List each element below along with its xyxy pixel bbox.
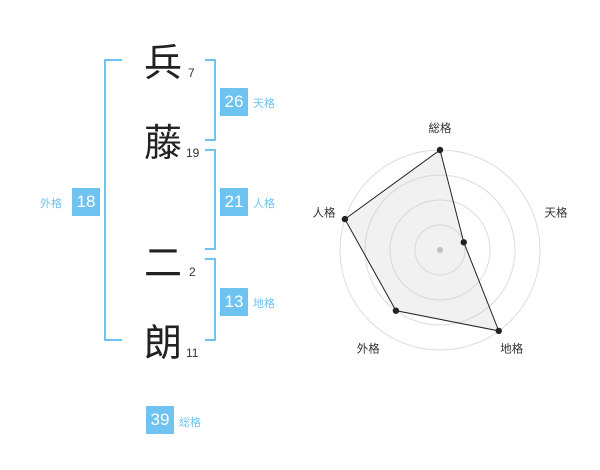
chikaku-label: 地格 [253, 297, 275, 310]
gaikaku-bracket [104, 59, 122, 341]
soukaku-label: 総格 [179, 416, 201, 429]
name-char-1: 兵 [144, 41, 183, 85]
name-char-2: 藤 [144, 121, 183, 165]
radar-grid-ring-4 [339, 149, 541, 351]
radar-grid-ring-1 [414, 224, 466, 276]
jinkaku-bracket [205, 149, 216, 250]
radar-point-0 [436, 146, 444, 154]
gaikaku-label: 外格 [40, 197, 62, 210]
gaikaku-badge: 18 [72, 188, 100, 216]
radar-axis-label-2: 地格 [500, 342, 523, 356]
radar-axis-label-1: 天格 [545, 205, 568, 219]
radar-axis-label-4: 人格 [312, 205, 335, 219]
radar-axis-label-0: 総格 [429, 121, 452, 135]
chikaku-badge: 13 [220, 288, 248, 316]
jinkaku-label: 人格 [253, 197, 275, 210]
radar-center-dot [437, 247, 443, 253]
chikaku-bracket [205, 258, 216, 341]
stroke-count-4: 11 [186, 346, 199, 360]
name-char-4: 朗 [144, 321, 183, 365]
stroke-count-1: 7 [188, 66, 195, 80]
radar-grid-ring-2 [389, 199, 491, 301]
tenkaku-bracket [205, 59, 216, 141]
radar-point-4 [341, 215, 349, 223]
soukaku-badge: 39 [146, 406, 174, 434]
radar-point-1 [460, 239, 467, 246]
radar-point-2 [495, 327, 502, 335]
radar-series-polygon [344, 149, 500, 332]
jinkaku-badge: 21 [220, 188, 248, 216]
radar-axis-label-3: 外格 [357, 342, 380, 356]
tenkaku-badge: 26 [220, 88, 248, 116]
stroke-count-3: 2 [189, 265, 196, 279]
name-char-3: 二 [144, 241, 183, 285]
radar-point-3 [392, 307, 400, 314]
stroke-count-2: 19 [186, 146, 200, 160]
tenkaku-label: 天格 [253, 97, 275, 110]
radar-grid-ring-3 [364, 174, 516, 326]
